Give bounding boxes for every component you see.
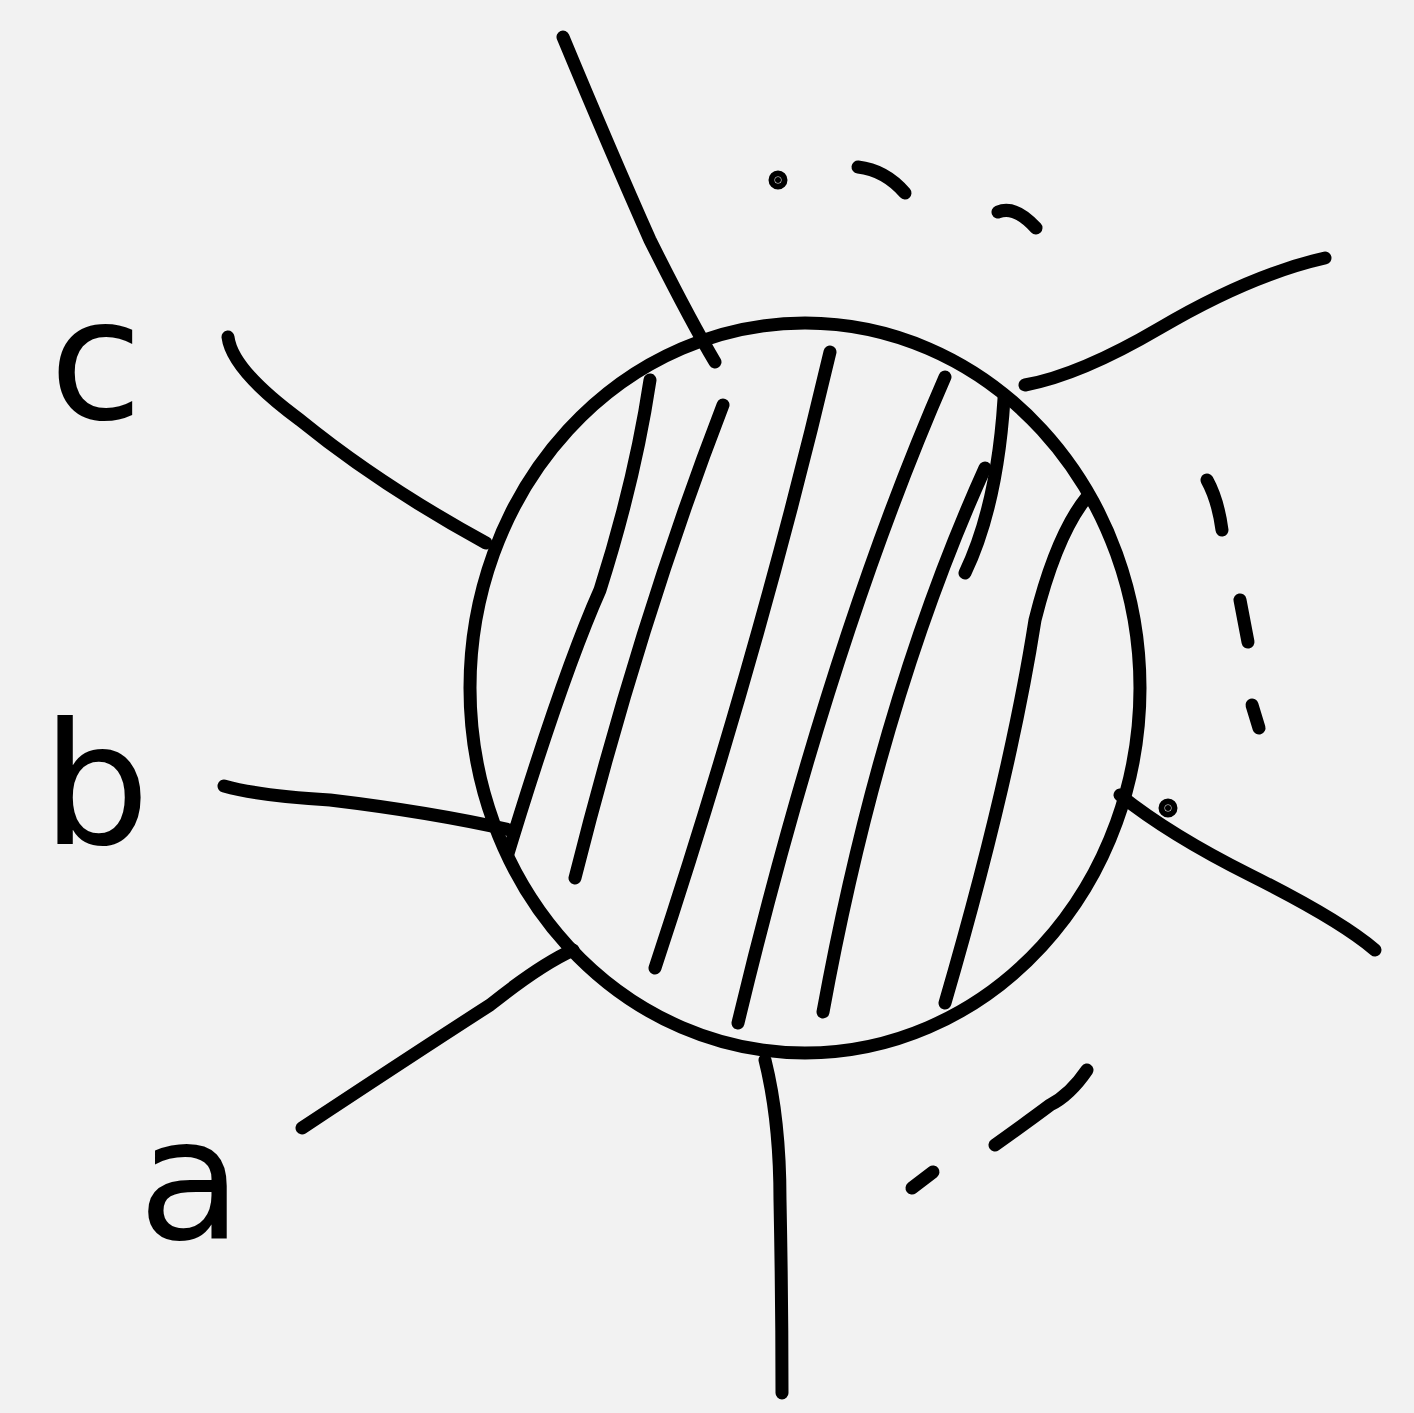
hatching — [500, 352, 1098, 1023]
external-leg — [224, 786, 510, 830]
external-leg — [228, 337, 486, 543]
continuation-dash — [998, 210, 1036, 228]
continuation-dash — [995, 1070, 1087, 1145]
blob-outline — [470, 323, 1140, 1053]
hatch-line — [655, 352, 830, 968]
continuation-dash — [1252, 705, 1259, 728]
external-leg — [563, 37, 715, 362]
continuation-dash — [912, 1172, 933, 1188]
external-leg — [765, 1060, 782, 1393]
continuation-dot — [1165, 805, 1171, 811]
leg-label: b — [42, 700, 150, 870]
leg-label: c — [49, 275, 142, 445]
continuation-dash — [1207, 480, 1222, 530]
continuation-dot — [775, 177, 781, 183]
hatch-line — [965, 380, 1005, 573]
external-leg — [1025, 258, 1325, 385]
external-leg — [302, 950, 573, 1128]
continuation-dash — [858, 167, 905, 193]
leg-label: a — [138, 1095, 242, 1265]
continuation-dash — [1240, 600, 1248, 642]
hatch-line — [500, 380, 650, 880]
external-leg — [1120, 795, 1375, 950]
